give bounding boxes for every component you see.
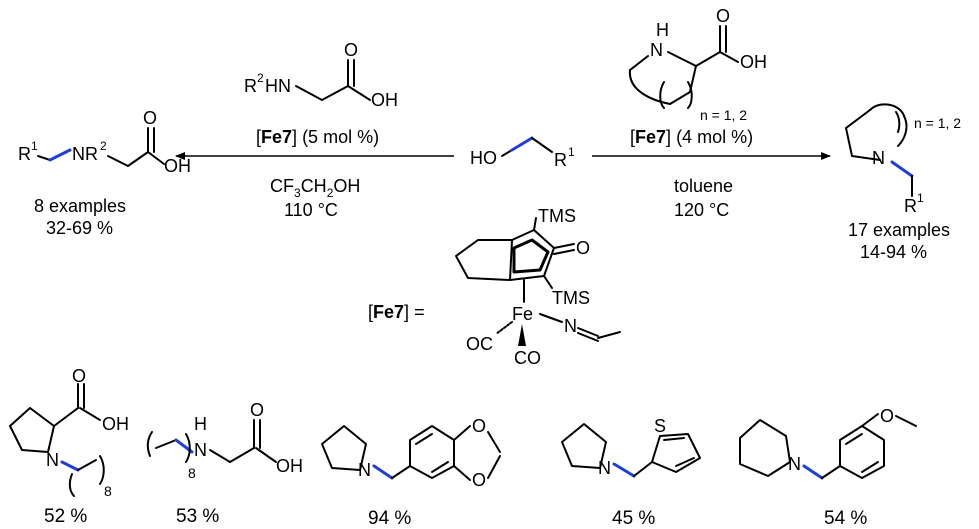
- svg-text:1: 1: [31, 139, 38, 153]
- svg-text:8: 8: [104, 483, 112, 499]
- svg-text:N: N: [194, 440, 207, 460]
- svg-text:R: R: [244, 76, 257, 96]
- svg-text:O: O: [880, 406, 894, 426]
- svg-text:HN: HN: [265, 76, 291, 96]
- svg-text:8: 8: [188, 465, 196, 481]
- svg-text:N: N: [788, 454, 801, 474]
- svg-text:TMS: TMS: [538, 206, 576, 226]
- svg-text:32-69 %: 32-69 %: [46, 218, 113, 238]
- svg-text:OH: OH: [371, 90, 398, 110]
- example-product-4: N S 45 %: [561, 416, 701, 529]
- svg-text:Fe: Fe: [512, 304, 533, 324]
- svg-text:52 %: 52 %: [44, 506, 87, 527]
- substrate-alcohol: HO R 1: [470, 136, 575, 170]
- svg-text:OC: OC: [466, 334, 493, 354]
- svg-text:O: O: [344, 40, 358, 60]
- svg-text:n = 1, 2: n = 1, 2: [700, 107, 747, 123]
- svg-text:[Fe7] (4 mol %): [Fe7] (4 mol %): [630, 127, 753, 147]
- svg-text:1: 1: [917, 191, 924, 205]
- svg-text:O: O: [576, 238, 590, 258]
- svg-text:N: N: [650, 40, 663, 60]
- svg-text:8 examples: 8 examples: [34, 196, 126, 216]
- svg-text:OH: OH: [740, 52, 767, 72]
- left-conditions: [Fe7] (5 mol %) CF3CH2OH 110 °C: [256, 127, 379, 220]
- svg-text:OH: OH: [164, 156, 191, 176]
- svg-text:54 %: 54 %: [824, 508, 867, 529]
- svg-text:120 °C: 120 °C: [674, 200, 729, 220]
- example-product-5: N O 54 %: [739, 406, 917, 529]
- svg-text:N: N: [598, 458, 611, 478]
- svg-text:45 %: 45 %: [612, 508, 655, 529]
- svg-text:NR: NR: [72, 144, 98, 164]
- svg-text:[Fe7] =: [Fe7] =: [368, 302, 425, 322]
- example-product-2: 8 H N O OH 53 %: [146, 400, 303, 527]
- svg-text:O: O: [72, 366, 86, 386]
- svg-text:toluene: toluene: [674, 176, 733, 196]
- svg-text:R: R: [904, 196, 917, 216]
- svg-text:CO: CO: [514, 348, 541, 368]
- svg-text:R: R: [18, 144, 31, 164]
- svg-text:H: H: [194, 414, 207, 434]
- svg-text:94 %: 94 %: [368, 508, 411, 529]
- svg-text:110 °C: 110 °C: [284, 200, 338, 220]
- svg-text:N: N: [358, 460, 371, 480]
- cyclic-amino-acid-reagent: H N O OH n = 1, 2: [628, 6, 767, 123]
- svg-text:OH: OH: [102, 414, 129, 434]
- example-product-1: N O OH 8 52 %: [9, 366, 129, 527]
- svg-text:CF3CH2OH: CF3CH2OH: [270, 176, 360, 200]
- example-product-3: N O O 94 %: [321, 416, 501, 529]
- svg-text:S: S: [654, 416, 666, 436]
- catalyst-fe7-structure: [Fe7] = O TMS TMS Fe N OC CO: [368, 206, 621, 368]
- svg-text:N: N: [872, 148, 885, 168]
- svg-text:N: N: [46, 450, 59, 470]
- svg-text:O: O: [716, 6, 730, 26]
- svg-text:O: O: [472, 416, 486, 436]
- svg-text:2: 2: [257, 71, 264, 85]
- svg-text:[Fe7] (5 mol %): [Fe7] (5 mol %): [256, 127, 379, 147]
- substrate-r-group: R: [554, 150, 567, 170]
- svg-text:OH: OH: [276, 456, 303, 476]
- right-product: N n = 1, 2 R 1 17 examples 14-94 %: [845, 103, 961, 262]
- svg-text:n = 1, 2: n = 1, 2: [914, 115, 961, 131]
- svg-text:TMS: TMS: [552, 288, 590, 308]
- svg-text:14-94 %: 14-94 %: [860, 242, 927, 262]
- svg-text:O: O: [250, 400, 264, 420]
- glycine-reagent: R 2 HN O OH: [244, 40, 398, 110]
- svg-text:H: H: [656, 20, 669, 40]
- left-product: R 1 NR 2 O OH 8 examples 32-69 %: [18, 108, 191, 238]
- svg-text:O: O: [143, 108, 157, 128]
- svg-text:O: O: [472, 470, 486, 490]
- svg-text:N: N: [564, 316, 577, 336]
- right-conditions: [Fe7] (4 mol %) toluene 120 °C: [630, 127, 753, 220]
- svg-text:53 %: 53 %: [176, 506, 219, 527]
- substrate-hydroxy: HO: [470, 148, 497, 168]
- svg-text:17 examples: 17 examples: [848, 220, 950, 240]
- svg-text:1: 1: [568, 145, 575, 159]
- svg-text:2: 2: [100, 139, 107, 153]
